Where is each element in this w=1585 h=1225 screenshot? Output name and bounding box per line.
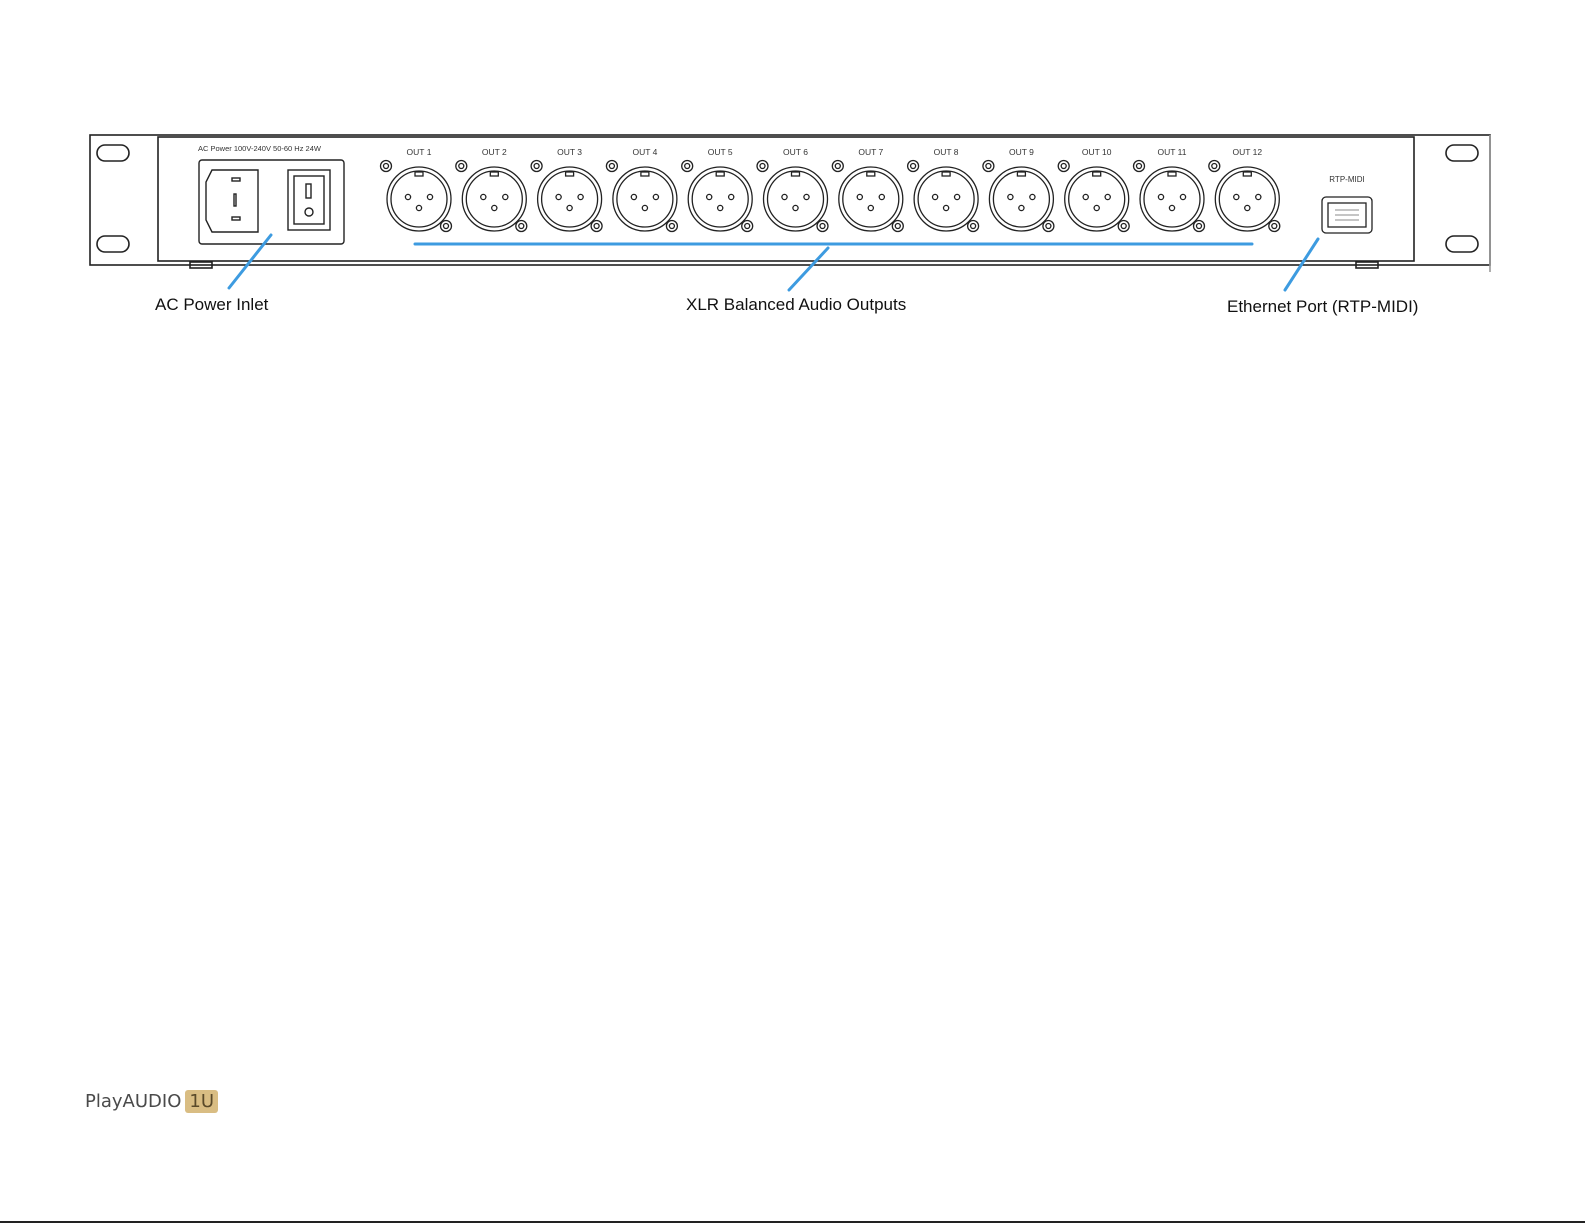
callout-xlr-outputs: XLR Balanced Audio Outputs xyxy=(686,295,906,315)
xlr-output-label: OUT 5 xyxy=(708,147,733,157)
xlr-output-label: OUT 3 xyxy=(557,147,582,157)
callout-ac-power-inlet: AC Power Inlet xyxy=(155,295,268,315)
xlr-output-label: OUT 6 xyxy=(783,147,808,157)
rtp-midi-panel-label: RTP-MIDI xyxy=(1329,175,1364,184)
xlr-output-label: OUT 8 xyxy=(934,147,959,157)
xlr-output-label: OUT 9 xyxy=(1009,147,1034,157)
xlr-output-label: OUT 10 xyxy=(1082,147,1112,157)
xlr-output-label: OUT 12 xyxy=(1232,147,1262,157)
xlr-output-label: OUT 11 xyxy=(1158,147,1187,157)
xlr-output-label: OUT 7 xyxy=(858,147,883,157)
page-bottom-rule xyxy=(0,1221,1585,1223)
xlr-output-label: OUT 1 xyxy=(407,147,432,157)
callout-ethernet-port: Ethernet Port (RTP-MIDI) xyxy=(1227,297,1418,317)
power-spec-text: AC Power 100V-240V 50-60 Hz 24W xyxy=(198,144,322,153)
footer-branding: PlayAUDIO 1U xyxy=(85,1090,218,1113)
product-badge: 1U xyxy=(185,1090,218,1113)
xlr-output-label: OUT 2 xyxy=(482,147,507,157)
product-name: PlayAUDIO xyxy=(85,1091,181,1112)
xlr-output-label: OUT 4 xyxy=(632,147,657,157)
